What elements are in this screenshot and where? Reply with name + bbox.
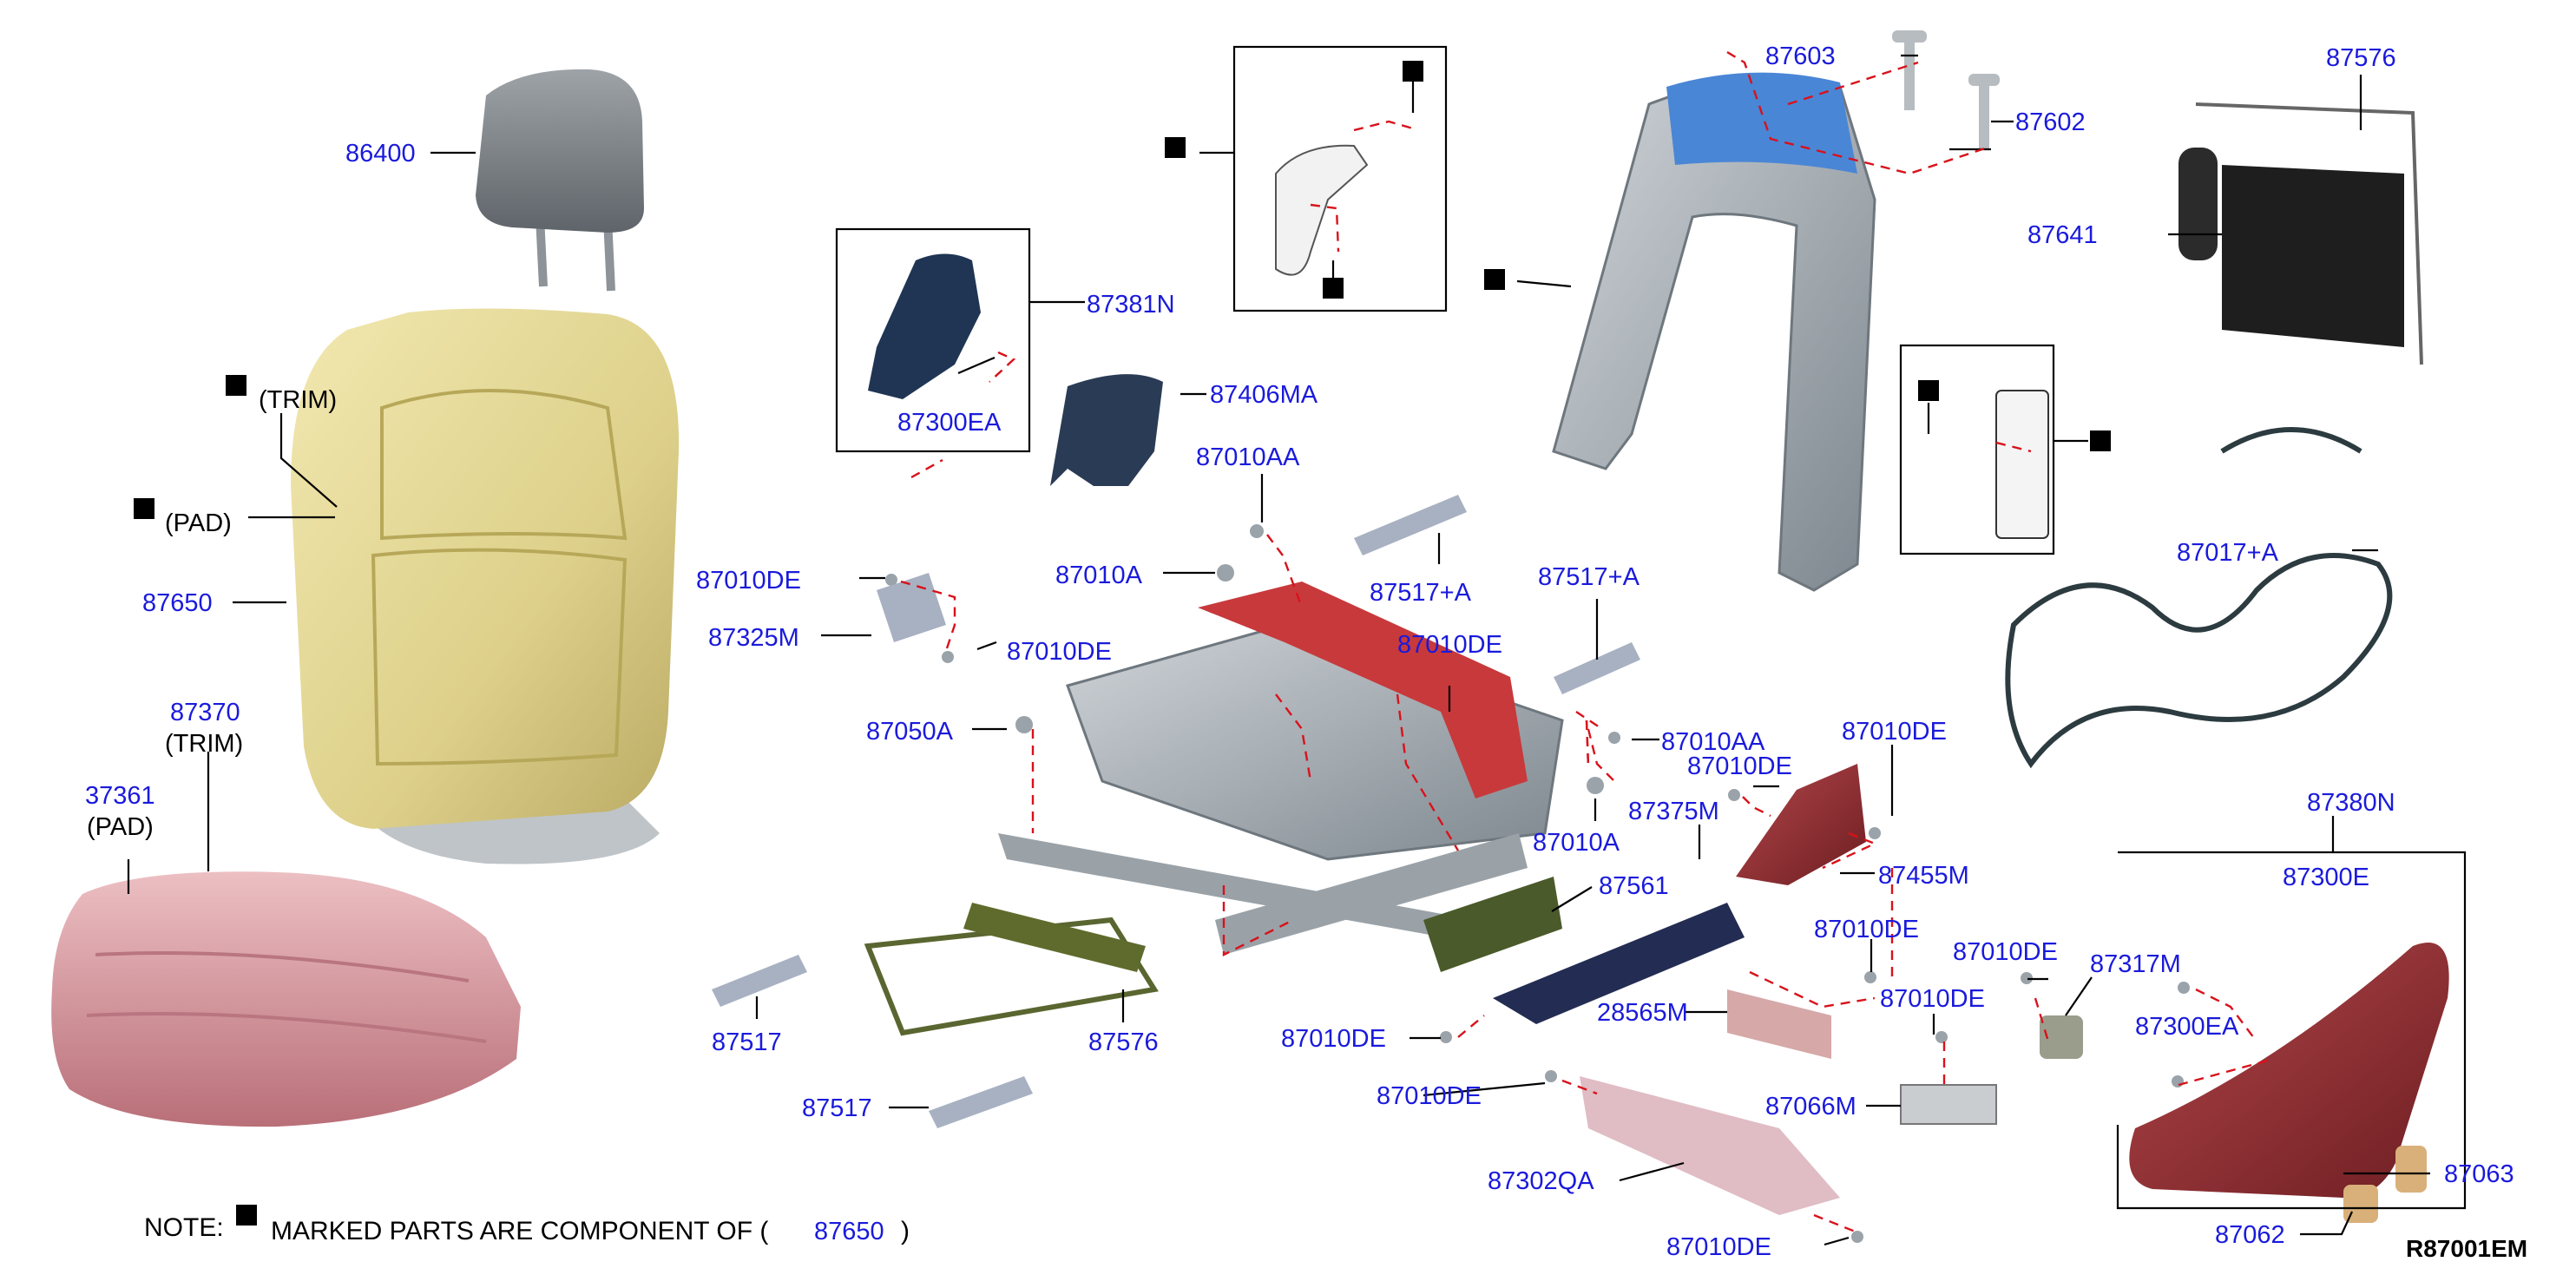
marker-switch-right xyxy=(2090,430,2111,451)
label-87010DE-k: 87010DE xyxy=(1666,1233,1771,1261)
detail-box-87381N xyxy=(835,227,1031,453)
label-87010DE-i: 87010DE xyxy=(1880,985,1985,1013)
label-87300E: 87300E xyxy=(2283,864,2369,891)
marker-note xyxy=(236,1205,257,1226)
note-close: ) xyxy=(901,1217,910,1245)
label-pad-cushion: (PAD) xyxy=(87,813,154,841)
part-87455M xyxy=(1736,764,1866,885)
dashed-lines xyxy=(900,50,2275,1234)
bolts xyxy=(885,524,2190,1243)
label-87010DE-g: 87010DE xyxy=(1377,1082,1482,1110)
leader-lines xyxy=(127,54,2430,1246)
lever-part xyxy=(1275,144,1369,276)
side-panel-87380N xyxy=(2129,943,2449,1198)
marker-lever-bottom xyxy=(1323,278,1344,299)
seatback-pad-87650 xyxy=(291,308,680,864)
brackets-87517 xyxy=(712,495,1640,1128)
label-87300EA-a: 87300EA xyxy=(897,409,1002,437)
cover-87375M xyxy=(1493,903,1745,1024)
label-87455M: 87455M xyxy=(1878,862,1969,890)
detail-box-switch xyxy=(1899,344,2055,555)
label-87576-a: 87576 xyxy=(2326,44,2396,72)
component-markers xyxy=(134,61,2111,1226)
label-87010DE-b: 87010DE xyxy=(1007,638,1112,666)
label-87010DE-a: 87010DE xyxy=(696,567,801,595)
side-cover-87381N xyxy=(868,253,981,399)
cover-87406MA xyxy=(1050,374,1163,486)
footnote: NOTE: MARKED PARTS ARE COMPONENT OF ( 87… xyxy=(144,1213,2527,1262)
label-87050A: 87050A xyxy=(866,718,954,746)
label-87381N: 87381N xyxy=(1087,291,1175,319)
label-trim-cushion: (TRIM) xyxy=(165,730,243,758)
label-28565M: 28565M xyxy=(1597,999,1688,1027)
lumbar-mat-87576 xyxy=(2178,102,2423,365)
marker-lever-left xyxy=(1165,137,1186,158)
diagram-code: R87001EM xyxy=(2406,1235,2527,1262)
label-87010AA-b: 87010AA xyxy=(1661,728,1765,756)
label-86400: 86400 xyxy=(345,140,416,168)
part-28565M xyxy=(1727,989,1831,1059)
label-87010A-a: 87010A xyxy=(1055,562,1143,589)
label-87063: 87063 xyxy=(2444,1160,2514,1188)
label-87010DE-j: 87010DE xyxy=(1953,938,2058,966)
label-87010DE-f: 87010DE xyxy=(1281,1025,1386,1053)
part-87066M xyxy=(1900,1084,1997,1125)
label-87010DE-e: 87010DE xyxy=(1687,752,1792,780)
label-87317M: 87317M xyxy=(2090,950,2181,978)
seatback-frame xyxy=(1552,72,1876,592)
label-87375M: 87375M xyxy=(1628,798,1719,825)
marker-switch-left xyxy=(1918,380,1939,401)
label-87010DE-c: 87010DE xyxy=(1397,631,1502,659)
label-87010A-b: 87010A xyxy=(1533,829,1620,857)
label-87517-a: 87517 xyxy=(712,1028,782,1056)
seat-frame xyxy=(998,582,1564,955)
detail-box-87380N xyxy=(2116,851,2467,1210)
label-87325M: 87325M xyxy=(708,624,799,652)
label-87010DE-h: 87010DE xyxy=(1814,916,1919,943)
part-87302QA xyxy=(1580,1076,1840,1215)
label-87406MA: 87406MA xyxy=(1210,381,1318,409)
marker-lever-top xyxy=(1403,61,1423,82)
detail-box-lever xyxy=(1232,45,1448,312)
label-87517-b: 87517 xyxy=(802,1094,872,1122)
part-87317M xyxy=(2040,1015,2083,1059)
cushion-87370 xyxy=(51,871,521,1127)
note-part: 87650 xyxy=(814,1218,884,1245)
label-87603: 87603 xyxy=(1765,43,1836,70)
label-pad-back: (PAD) xyxy=(165,509,232,537)
label-87062: 87062 xyxy=(2215,1221,2285,1249)
label-87650: 87650 xyxy=(142,589,213,617)
spring-bar xyxy=(963,903,1146,972)
label-87641: 87641 xyxy=(2027,221,2098,249)
label-87380N: 87380N xyxy=(2307,789,2395,817)
label-87370: 87370 xyxy=(170,699,240,726)
label-87300EA-b: 87300EA xyxy=(2135,1013,2239,1041)
label-87576-b: 87576 xyxy=(1088,1028,1159,1056)
label-87010DE-d: 87010DE xyxy=(1842,718,1947,746)
pins-87603-87602 xyxy=(1892,30,2000,150)
label-trim-back: (TRIM) xyxy=(259,386,337,414)
bracket-87561 xyxy=(1423,877,1562,972)
marker-frame xyxy=(1484,269,1505,290)
label-87066M: 87066M xyxy=(1765,1093,1856,1120)
label-87302QA: 87302QA xyxy=(1488,1167,1594,1195)
harness-87017A xyxy=(2005,427,2393,769)
knob-87063 xyxy=(2395,1146,2427,1193)
switch-part xyxy=(1995,390,2049,539)
note-text: MARKED PARTS ARE COMPONENT OF ( xyxy=(271,1217,768,1245)
label-87517A-b: 87517+A xyxy=(1538,563,1640,591)
label-87561: 87561 xyxy=(1599,872,1669,900)
label-87010AA-a: 87010AA xyxy=(1196,444,1300,471)
label-87602: 87602 xyxy=(2015,108,2086,136)
note-prefix: NOTE: xyxy=(144,1213,224,1242)
part-labels: 86400 (TRIM) (PAD) 87650 87370 (TRIM) 37… xyxy=(85,43,2514,1261)
label-87017A: 87017+A xyxy=(2177,539,2279,567)
headrest-86400 xyxy=(476,69,644,292)
label-87517A-a: 87517+A xyxy=(1370,579,1472,607)
marker-pad xyxy=(134,498,154,519)
marker-trim xyxy=(226,375,246,396)
label-37361: 37361 xyxy=(85,782,155,810)
